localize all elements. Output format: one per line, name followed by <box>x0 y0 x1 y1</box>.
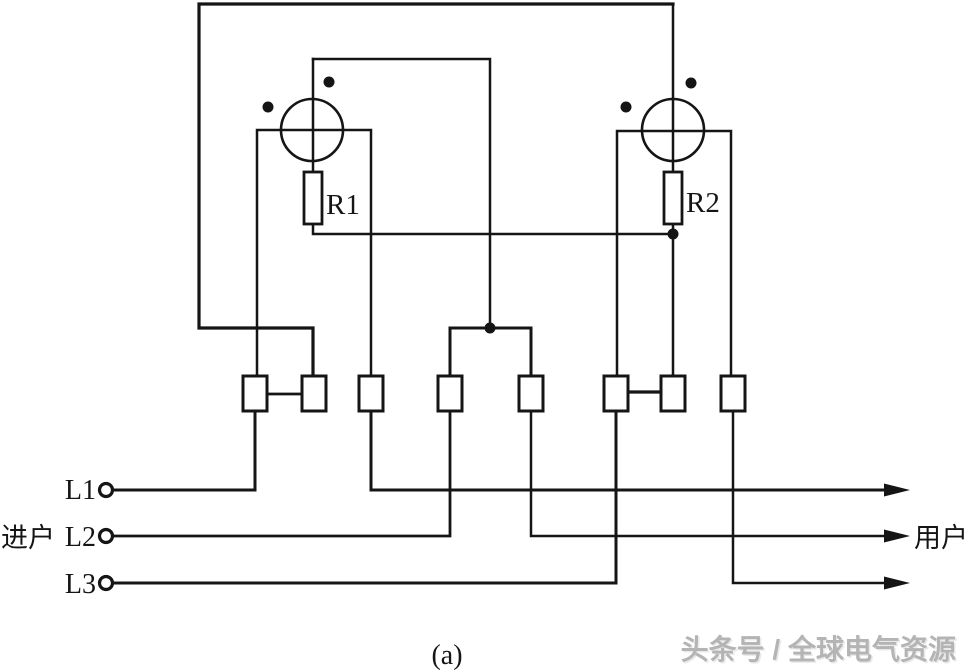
terminal-8 <box>719 374 747 413</box>
wire-l2-out <box>529 409 888 538</box>
meter2-circle <box>640 97 706 163</box>
entry-terminal-l2 <box>97 527 115 545</box>
wire-meter1-pressure-loop <box>311 57 492 330</box>
arrow-l3 <box>884 576 910 590</box>
meter2-polarity-dot-left <box>620 101 632 113</box>
wire-voltage-frame <box>197 2 675 378</box>
arrow-l2 <box>884 529 910 543</box>
watermark-text: 头条号 / 全球电气资源 <box>681 633 956 665</box>
terminal-7 <box>659 374 687 413</box>
figure-caption: (a) <box>431 640 462 670</box>
line-l1-label: L1 <box>65 475 96 506</box>
wire-meter2-current-coil <box>615 129 733 378</box>
wire-l1-out <box>369 409 888 492</box>
line-l3-label: L3 <box>65 569 96 600</box>
junction-dot-r2 <box>667 228 679 240</box>
wire-l1-in <box>111 409 257 492</box>
meter1-polarity-dot-top <box>323 76 335 88</box>
meter-element-1: R1 <box>262 76 360 226</box>
outgoing-label: 用户 <box>914 523 968 553</box>
terminal-1 <box>241 374 269 413</box>
line-l2-label: L2 <box>65 522 96 553</box>
meter2-polarity-dot-top <box>685 77 697 89</box>
wire-r1-to-r2-junction <box>311 222 675 236</box>
terminal-2 <box>300 374 328 413</box>
junction-dot-mid <box>484 322 496 334</box>
wire-mid-u-link <box>448 326 533 378</box>
resistor-r1 <box>302 170 324 226</box>
terminal-strip <box>241 374 747 413</box>
entry-terminal-l1 <box>97 481 115 499</box>
meter-element-2: R2 <box>620 77 720 226</box>
resistor-r1-label: R1 <box>326 189 360 221</box>
watermark-highlight: 头条号 / 全球电气资源 <box>682 635 957 667</box>
wire-l2-in <box>111 409 452 538</box>
wire-l3-out <box>731 409 888 585</box>
entry-terminal-l3 <box>97 574 115 592</box>
incoming-label: 进户 <box>1 523 55 553</box>
arrow-l1 <box>884 483 910 497</box>
meter1-polarity-dot-left <box>262 101 274 113</box>
wire-meter1-current-coil <box>255 128 373 378</box>
resistor-r2 <box>662 170 684 226</box>
terminal-4 <box>436 374 464 413</box>
output-arrows <box>884 483 910 590</box>
entry-terminals <box>97 481 115 592</box>
terminal-6 <box>602 374 630 413</box>
wire-l3-in <box>111 409 618 585</box>
terminal-3 <box>357 374 385 413</box>
meter1-circle <box>279 97 345 163</box>
terminal-5 <box>517 374 545 413</box>
resistor-r2-label: R2 <box>686 187 720 219</box>
